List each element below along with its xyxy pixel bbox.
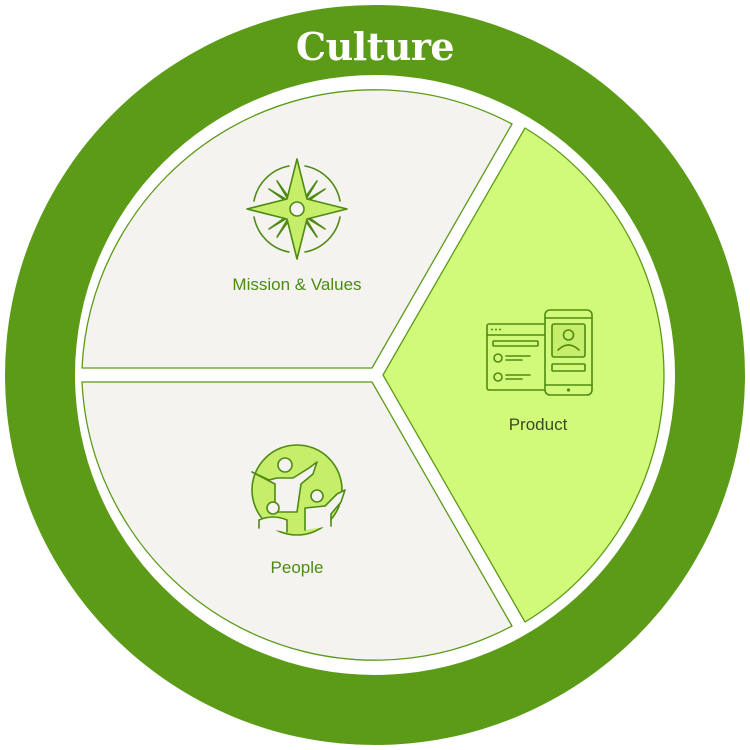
ring-title: Culture [296, 24, 454, 69]
people-celebrating-icon [251, 444, 346, 536]
segment-label-mission-values: Mission & Values [232, 275, 361, 294]
product-screens-icon [486, 309, 593, 396]
segment-label-product: Product [509, 415, 568, 434]
compass-star-icon [246, 158, 348, 260]
segment-label-people: People [271, 558, 324, 577]
